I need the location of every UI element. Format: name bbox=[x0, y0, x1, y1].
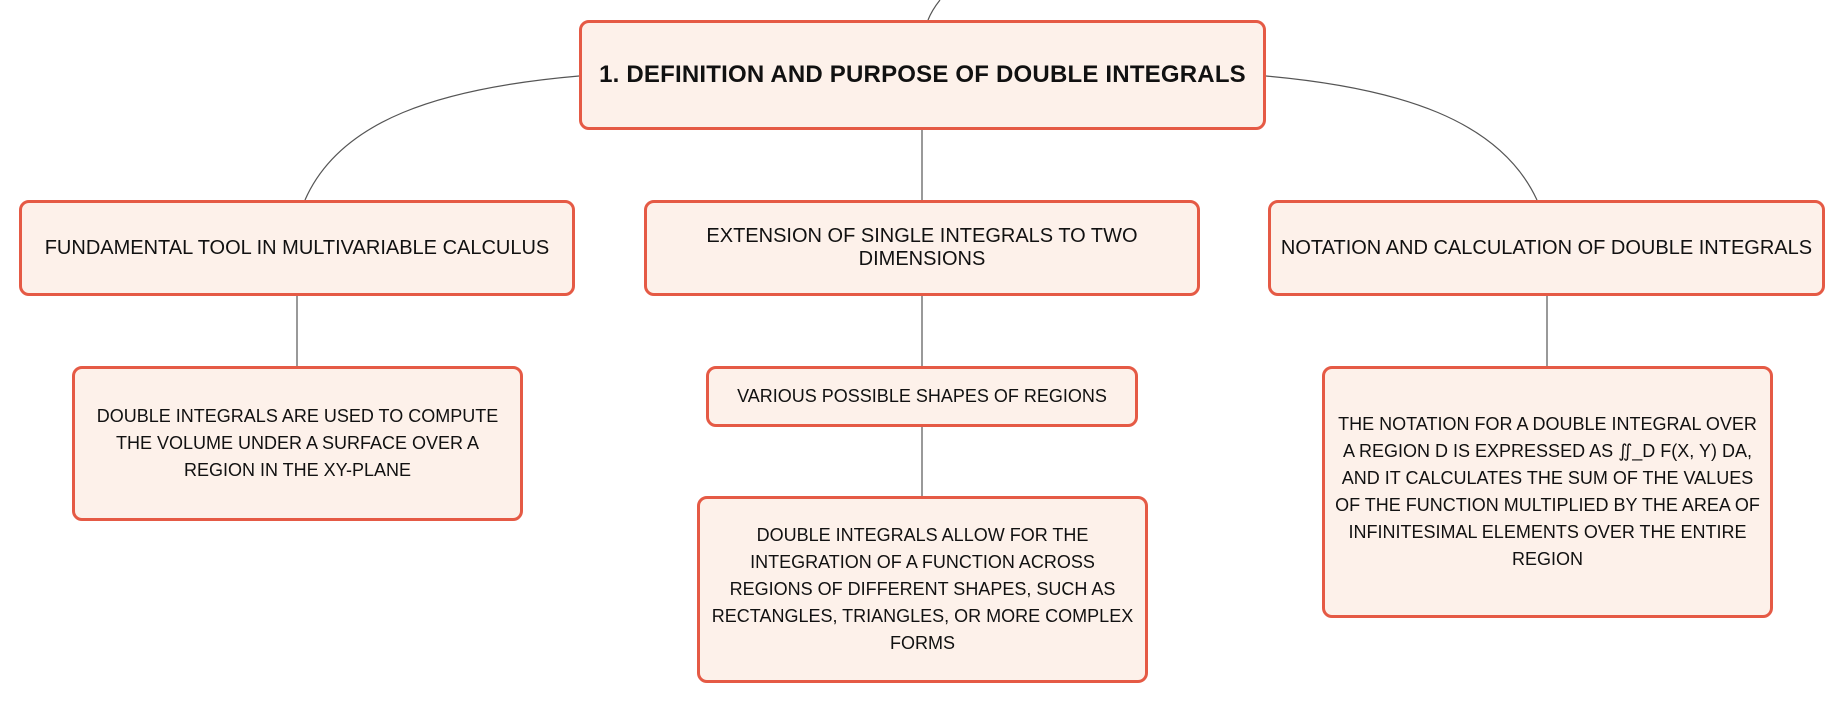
branch-node-label: EXTENSION OF SINGLE INTEGRALS TO TWO DIM… bbox=[706, 225, 1138, 270]
connector-root-to-branch-right bbox=[1265, 75, 1538, 201]
root-node-label: 1. DEFINITION AND PURPOSE OF DOUBLE INTE… bbox=[599, 61, 1246, 88]
branch-node-fundamental-tool[interactable]: FUNDAMENTAL TOOL IN MULTIVARIABLE CALCUL… bbox=[19, 200, 575, 296]
root-node[interactable]: 1. DEFINITION AND PURPOSE OF DOUBLE INTE… bbox=[579, 20, 1266, 130]
branch-node-notation-calculation[interactable]: NOTATION AND CALCULATION OF DOUBLE INTEG… bbox=[1268, 200, 1825, 296]
detail-node-label: DOUBLE INTEGRALS ALLOW FOR THE INTEGRATI… bbox=[711, 525, 1134, 653]
branch-node-label: NOTATION AND CALCULATION OF DOUBLE INTEG… bbox=[1280, 236, 1813, 259]
connector-parent-to-root bbox=[927, 0, 941, 21]
detail-node-label: DOUBLE INTEGRALS ARE USED TO COMPUTE THE… bbox=[96, 406, 499, 480]
detail-node-integration-across-regions[interactable]: DOUBLE INTEGRALS ALLOW FOR THE INTEGRATI… bbox=[697, 496, 1148, 683]
branch-node-extension-single-integrals[interactable]: EXTENSION OF SINGLE INTEGRALS TO TWO DIM… bbox=[644, 200, 1200, 296]
branch-node-label: FUNDAMENTAL TOOL IN MULTIVARIABLE CALCUL… bbox=[44, 236, 550, 259]
detail-node-notation-expression[interactable]: THE NOTATION FOR A DOUBLE INTEGRAL OVER … bbox=[1322, 366, 1773, 618]
detail-node-volume-under-surface[interactable]: DOUBLE INTEGRALS ARE USED TO COMPUTE THE… bbox=[72, 366, 523, 521]
subbranch-node-shapes-of-regions[interactable]: VARIOUS POSSIBLE SHAPES OF REGIONS bbox=[706, 366, 1138, 427]
connector-root-to-branch-left bbox=[304, 75, 580, 201]
subbranch-node-label: VARIOUS POSSIBLE SHAPES OF REGIONS bbox=[737, 386, 1107, 406]
detail-node-label: THE NOTATION FOR A DOUBLE INTEGRAL OVER … bbox=[1335, 414, 1760, 569]
